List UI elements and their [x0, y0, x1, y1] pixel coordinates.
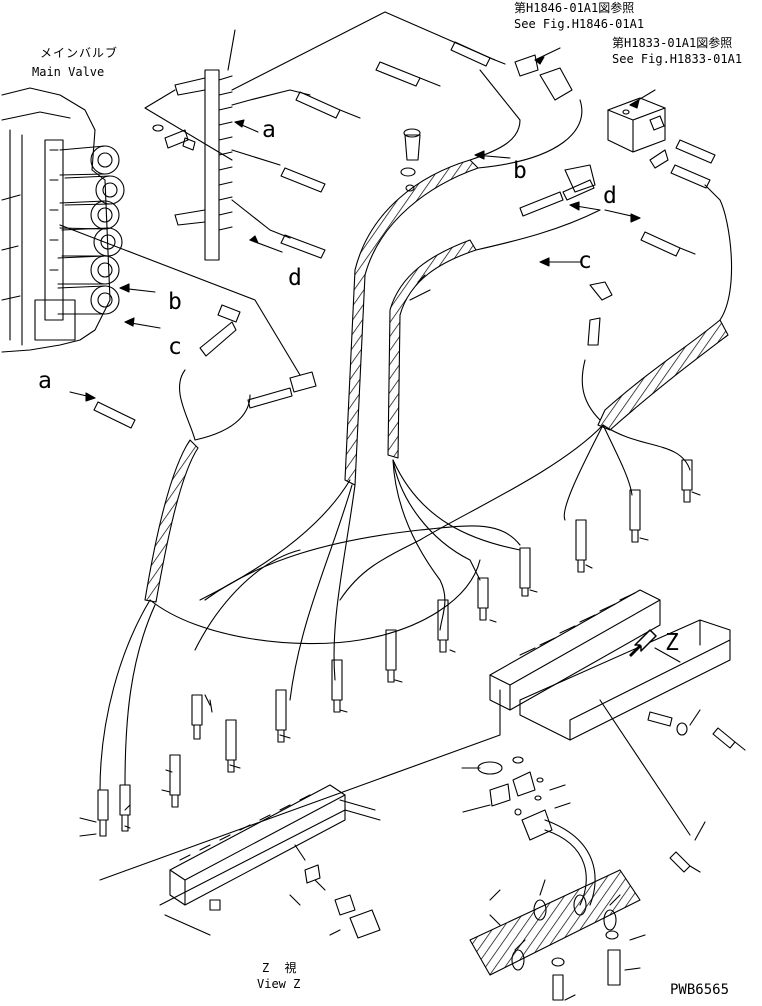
bolt-and-washer-middle	[400, 128, 421, 192]
callout-b-top: b	[513, 158, 527, 184]
bolt-and-washer-right	[647, 711, 688, 736]
callout-arrows	[85, 56, 641, 402]
view-z-label-en: View Z	[257, 977, 301, 991]
bolt-washer-top	[152, 124, 196, 151]
view-z-label-jp: Z 視	[262, 961, 301, 975]
hose-fitting-mid	[280, 167, 326, 259]
hose-fitting-right-3	[670, 139, 716, 189]
view-direction-arrow	[629, 629, 657, 657]
spiral-wrap-right	[597, 319, 729, 431]
hose-assembly-lower-right	[469, 819, 641, 1001]
callout-c-right: c	[578, 248, 592, 274]
see-fig-h1846-en: See Fig.H1846-01A1	[514, 17, 645, 31]
main-valve-label-jp: メインバルブ	[40, 46, 119, 60]
callout-d-left: d	[288, 265, 302, 291]
callout-a-left: a	[38, 368, 52, 394]
spiral-wrap-left	[144, 439, 199, 603]
hose-fitting-top-2	[375, 61, 441, 87]
see-fig-h1833-en: See Fig.H1833-01A1	[612, 52, 743, 66]
see-fig-h1833-jp: 第H1833-01A1図参照	[612, 36, 733, 50]
view-z-manifold	[159, 784, 381, 939]
hose-fitting-top-1	[295, 91, 361, 119]
callout-b-valve: b	[168, 289, 182, 315]
fittings-lower-middle	[477, 756, 553, 841]
callout-d-right: d	[603, 183, 617, 209]
hose-fitting-right-2	[640, 231, 696, 257]
tee-fittings-upper	[514, 54, 596, 193]
valve-block-upper-right	[607, 97, 669, 169]
spiral-wrap-main	[344, 159, 479, 486]
hose-ends-middle	[97, 459, 693, 837]
electric-connector	[669, 727, 746, 873]
main-valve-body	[1, 87, 111, 353]
manifold-mounting-frame	[519, 619, 731, 741]
main-valve-label-en: Main Valve	[32, 65, 105, 79]
part-leaders	[79, 274, 706, 1001]
elbow-fitting-right	[587, 281, 613, 346]
hose-fitting-right-1	[519, 179, 595, 217]
view-arrow-label-z: Z	[665, 630, 679, 656]
callout-a-top: a	[262, 117, 276, 143]
spiral-wrap-second	[387, 239, 477, 459]
see-fig-h1846-jp: 第H1846-01A1図参照	[514, 1, 635, 15]
hose-fitting-top-3	[450, 41, 506, 67]
main-valve-spools	[44, 139, 125, 321]
callout-c-valve: c	[168, 334, 182, 360]
pilot-manifold-bracket	[174, 29, 236, 261]
hose-fitting-left	[93, 304, 317, 429]
drawing-number: PWB6565	[670, 982, 730, 998]
